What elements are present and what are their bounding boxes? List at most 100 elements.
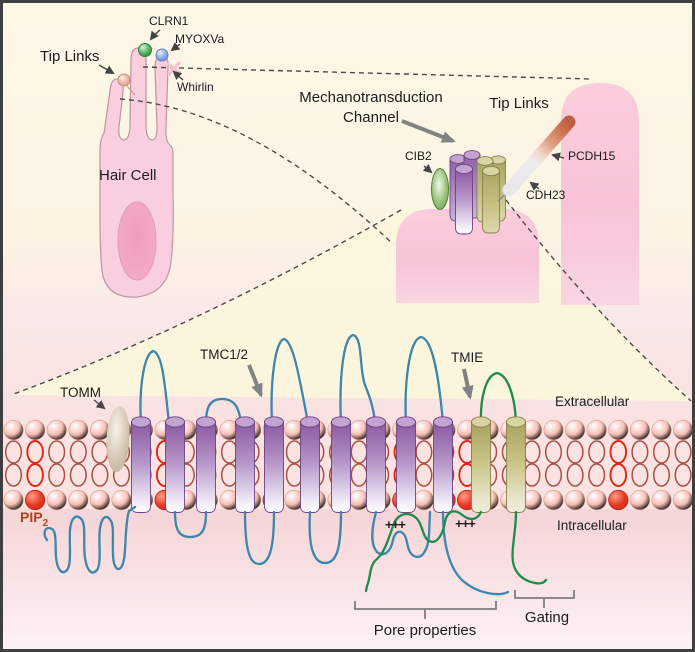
lipid-head-top [608,419,629,441]
tmc-helix [366,421,386,513]
tmc-helix-cap [300,416,320,428]
tip-links-label-zoom: Tip Links [489,95,549,112]
zoom-line-right [505,199,692,402]
tomm-arrow [93,399,106,410]
cib2-arrow [422,164,433,174]
mechanotransduction-arrow [401,119,456,143]
tmc-helix-cap [196,416,216,428]
tmc-helix-cap [433,416,453,428]
channel-tmc-helix-front [455,168,473,235]
clrn1-arrow [149,29,161,41]
pip2-text: PIP [20,509,43,525]
lipid-tail [48,440,66,464]
pore-properties-label: Pore properties [373,622,477,639]
plus-charges-right: +++ [455,516,476,531]
zoom-line-top [142,66,592,80]
tmc-helix [331,421,351,513]
pip2-subscript: 2 [42,517,49,529]
lipid-tail [652,440,671,464]
clrn1-ball [138,43,152,57]
cib2-label: CIB2 [405,149,432,163]
lipid-tail [4,440,23,464]
lipid-head-bottom [564,489,586,511]
tmc-helix [235,421,255,513]
tmie-helix-cap [506,416,526,428]
pip2-lipid-head [608,489,629,511]
tmc12-arrow [247,364,263,398]
tmie-extracellular-loop [479,371,518,425]
tomm-protein [106,406,130,472]
lipid-tail [631,463,649,487]
tmc-helix-cap [165,416,185,428]
lipid-tail [588,463,606,487]
tmie-c-tail [511,510,548,585]
nucleus [117,201,157,281]
tmc-helix [264,421,284,513]
lipid-head-top [673,419,692,441]
lipid-head-top [543,419,564,441]
lipid-head-bottom [543,489,564,511]
stereocilium-tall [561,83,639,305]
channel-tmc-helix-front-cap [455,163,473,175]
myoxva-arrow [170,42,181,52]
lipid-head-bottom [629,489,651,511]
lipid-head-top [413,419,434,441]
lipid-head-bottom [3,489,24,511]
tmie-label: TMIE [451,350,484,365]
lipid-head-top [46,419,67,441]
channel-tmc-helix-cap [463,150,481,160]
pcdh15-label: PCDH15 [568,149,616,163]
pip2-lipid-tail [609,463,628,487]
lipid-tail [544,440,563,464]
tmc-helix-cap [235,416,255,428]
whirlin-label: Whirlin [177,80,214,94]
lipid-head-bottom [651,489,672,511]
label-arrows [93,29,565,410]
lipid-head-top [24,419,46,441]
lipid-tail [674,440,692,464]
extracellular-label: Extracellular [555,394,630,409]
lipid-tail [566,463,584,487]
tmc-helix-cap [331,416,351,428]
intracellular-label: Intracellular [557,518,627,533]
tmc-helix [433,421,453,513]
tmie-n-tail [364,510,483,593]
lipid-tail [69,463,87,487]
tmie-helix [471,421,491,513]
tmc-helix-cap [131,416,151,428]
gating-bracket [514,590,575,608]
zoom-dashed-lines [10,66,692,402]
tmc-c-terminus [441,510,510,596]
lipid-head-bottom [68,489,89,511]
channel-tmie-helix-front-cap [482,165,500,177]
lipid-head-bottom [413,489,434,511]
channel-tmie-helix-cap [476,156,494,166]
lipid-tail [566,440,584,464]
lipid-head-top [651,419,672,441]
clrn1-label: CLRN1 [149,14,189,28]
zoom-line-left [10,209,402,396]
tmie-arrow [461,368,474,400]
lipid-head-bottom [348,489,370,511]
intracellular-strands [43,505,548,596]
plus-charges-left: +++ [385,517,406,532]
pcdh15-arrow [551,152,565,162]
tmc-extracellular-loops [139,333,445,425]
tmc-helix [131,421,151,513]
lipid-tail [588,440,606,464]
pore-properties-bracket [354,601,497,619]
tmc-pore-loop [371,510,432,559]
lipid-tail [415,440,433,464]
tmc-helix [396,421,416,513]
tmie-helices [471,416,526,513]
tip-links-label-overview: Tip Links [40,48,100,65]
tmc12-label: TMC1/2 [200,347,249,362]
lipid-tail [674,463,692,487]
hair-cell [99,43,174,298]
tmc-helix-cap [264,416,284,428]
myoxva-ball [155,48,169,62]
lipid-head-bottom [586,489,607,511]
pip2-lipid-head [24,489,46,511]
lipid-tail [69,440,87,464]
